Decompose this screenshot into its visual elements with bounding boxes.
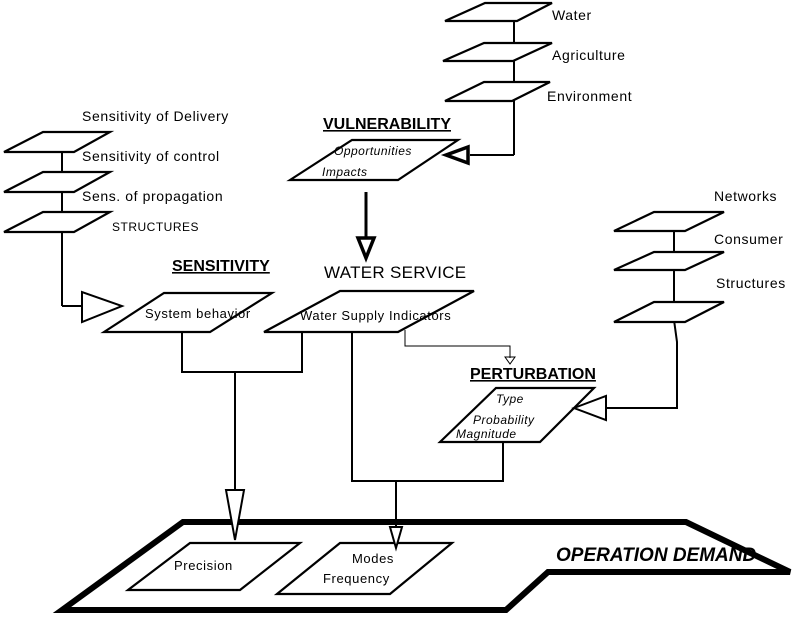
water-supply-indicators-label: Water Supply Indicators bbox=[300, 308, 451, 323]
environment-layer bbox=[444, 80, 551, 103]
vulnerability-box bbox=[286, 138, 462, 182]
structures-label: STRUCTURES bbox=[112, 220, 199, 234]
environment-label: Environment bbox=[547, 88, 632, 104]
to-precision-arrowhead bbox=[224, 489, 246, 541]
modes-frequency-box bbox=[273, 541, 456, 596]
sens-of-propagation-label: Sens. of propagation bbox=[82, 188, 223, 204]
structures-right-label: Structures bbox=[716, 275, 786, 291]
networks-label: Networks bbox=[714, 188, 777, 204]
sensitivity-heading: SENSITIVITY bbox=[172, 258, 270, 275]
merge-bracket bbox=[181, 332, 303, 373]
precision-box bbox=[124, 541, 304, 592]
agriculture-label: Agriculture bbox=[552, 47, 626, 63]
sensitivity-of-delivery-label: Sensitivity of Delivery bbox=[82, 108, 229, 124]
to-modes-arrowhead bbox=[388, 526, 404, 552]
service-to-perturbation-arrowhead bbox=[504, 356, 516, 365]
water-service-heading: WATER SERVICE bbox=[324, 263, 466, 282]
perturbation-heading: PERTURBATION bbox=[470, 366, 596, 383]
perturbation-box bbox=[437, 386, 597, 444]
sensitivity-input-arrow bbox=[81, 290, 125, 324]
agriculture-layer bbox=[442, 41, 553, 63]
operation-demand-heading: OPERATION DEMAND bbox=[556, 545, 756, 566]
vulnerability-to-service-arrowhead bbox=[355, 236, 377, 263]
consumer-layer bbox=[613, 250, 725, 272]
control-layer bbox=[3, 170, 115, 194]
water-label: Water bbox=[552, 7, 592, 23]
frequency-label: Frequency bbox=[323, 571, 390, 586]
perturbation-input-arrow bbox=[571, 394, 607, 422]
modes-bracket bbox=[351, 332, 504, 482]
consumer-label: Consumer bbox=[714, 231, 783, 247]
perturbation-feed-line bbox=[598, 319, 678, 409]
impacts-label: Impacts bbox=[322, 165, 368, 179]
delivery-layer bbox=[3, 130, 115, 154]
vulnerability-heading: VULNERABILITY bbox=[323, 116, 451, 133]
opportunities-label: Opportunities bbox=[334, 144, 412, 158]
water-layer bbox=[444, 1, 553, 23]
propagation-layer bbox=[3, 210, 115, 234]
magnitude-label: Magnitude bbox=[456, 427, 517, 441]
sensitivity-of-control-label: Sensitivity of control bbox=[82, 148, 220, 164]
probability-label: Probability bbox=[473, 413, 535, 427]
water-service-box bbox=[263, 289, 475, 334]
system-behavior-label: System behavior bbox=[145, 306, 251, 321]
structures-right-layer bbox=[613, 300, 725, 324]
vulnerability-input-arrow bbox=[440, 144, 470, 166]
precision-label: Precision bbox=[174, 558, 233, 573]
service-to-perturbation-line bbox=[404, 330, 511, 358]
modes-label: Modes bbox=[352, 551, 394, 566]
sensitivity-box bbox=[100, 291, 276, 334]
networks-layer bbox=[613, 210, 725, 233]
type-label: Type bbox=[496, 392, 524, 406]
